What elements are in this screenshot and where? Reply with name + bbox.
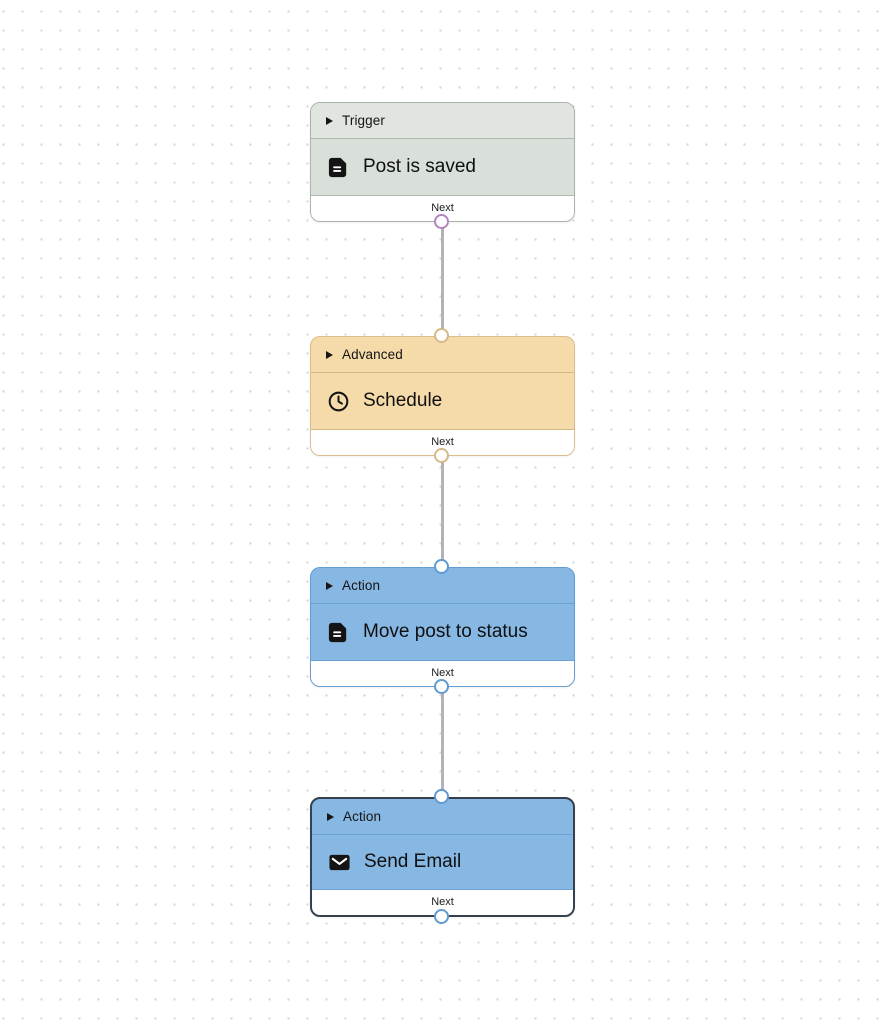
edge-action1-to-action2[interactable] (441, 687, 444, 797)
collapse-triangle-icon (326, 581, 333, 590)
node-title: Send Email (364, 851, 462, 872)
node-body: Schedule (311, 373, 574, 429)
document-icon (328, 622, 347, 642)
next-port-label: Next (431, 202, 454, 214)
node-header[interactable]: Trigger (311, 103, 574, 139)
next-port-label: Next (431, 667, 454, 679)
output-handle[interactable] (434, 214, 449, 229)
node-kind-label: Action (342, 578, 381, 593)
node-title: Schedule (363, 390, 443, 411)
collapse-triangle-icon (326, 350, 333, 359)
output-handle[interactable] (434, 448, 449, 463)
edge-trigger-to-advanced[interactable] (441, 222, 444, 336)
node-body: Post is saved (311, 139, 574, 195)
workflow-node-advanced[interactable]: Advanced Schedule Next (310, 336, 575, 456)
edge-advanced-to-action1[interactable] (441, 456, 444, 567)
document-icon (328, 157, 347, 177)
collapse-triangle-icon (326, 116, 333, 125)
next-port-label: Next (431, 436, 454, 448)
node-footer: Next (311, 429, 574, 455)
envelope-icon (329, 854, 350, 870)
node-kind-label: Trigger (342, 113, 385, 128)
node-kind-label: Action (343, 809, 382, 824)
node-body: Send Email (312, 835, 573, 889)
node-kind-label: Advanced (342, 347, 403, 362)
node-title: Post is saved (363, 156, 476, 177)
node-header[interactable]: Advanced (311, 337, 574, 373)
node-body: Move post to status (311, 604, 574, 660)
output-handle[interactable] (434, 909, 449, 924)
input-handle[interactable] (434, 559, 449, 574)
workflow-node-trigger[interactable]: Trigger Post is saved Next (310, 102, 575, 222)
clock-icon (328, 391, 349, 411)
next-port-label: Next (431, 896, 454, 908)
input-handle[interactable] (434, 789, 449, 804)
output-handle[interactable] (434, 679, 449, 694)
input-handle[interactable] (434, 328, 449, 343)
node-header[interactable]: Action (311, 568, 574, 604)
collapse-triangle-icon (327, 812, 334, 821)
workflow-node-action-send-email[interactable]: Action Send Email Next (310, 797, 575, 917)
workflow-node-action-move-post[interactable]: Action Move post to status Next (310, 567, 575, 687)
node-header[interactable]: Action (312, 799, 573, 835)
node-title: Move post to status (363, 621, 528, 642)
